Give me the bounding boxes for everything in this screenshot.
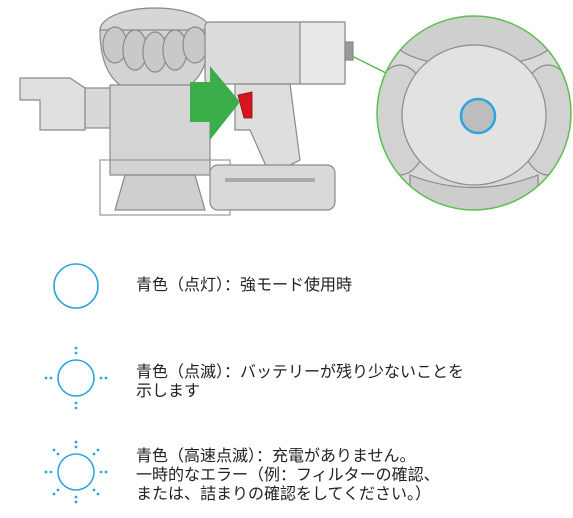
green-arrow-icon xyxy=(190,66,240,140)
legend-line: 示します xyxy=(136,381,201,400)
legend-line: または、詰まりの確認をしてください。） xyxy=(136,484,432,503)
solid-blue-circle-icon xyxy=(53,263,99,309)
zoom-connector-line xyxy=(351,55,391,76)
legend-description: 青色（点灯）：強モード使用時 xyxy=(136,275,352,294)
legend-description: 青色（高速点滅）：充電がありません。 一時的なエラー（例：フィルターの確認、 ま… xyxy=(136,446,440,503)
legend-row-blinking: 青色（点滅）：バッテリーが残り少ないことを 示します xyxy=(40,340,560,416)
blinking-blue-circle-icon xyxy=(44,346,108,410)
legend-line: 青色（点滅）：バッテリーが残り少ないことを xyxy=(136,362,465,381)
zoom-circle xyxy=(376,15,572,211)
indicator-light xyxy=(459,97,497,135)
legend-line: 一時的なエラー（例：フィルターの確認、 xyxy=(136,465,440,484)
legend-row-solid: 青色（点灯）：強モード使用時 xyxy=(40,250,560,322)
vacuum-body xyxy=(19,7,354,216)
legend-description: 青色（点滅）：バッテリーが残り少ないことを 示します xyxy=(136,362,464,400)
legend-row-fast-blinking: 青色（高速点滅）：充電がありません。 一時的なエラー（例：フィルターの確認、 ま… xyxy=(40,432,560,512)
vacuum-illustration xyxy=(19,7,572,216)
trigger-red xyxy=(237,91,253,119)
fast-blinking-blue-circle-icon xyxy=(44,440,108,504)
legend-line: 青色（点灯）：強モード使用時 xyxy=(136,275,353,294)
legend-line: 青色（高速点滅）：充電がありません。 xyxy=(136,446,416,465)
